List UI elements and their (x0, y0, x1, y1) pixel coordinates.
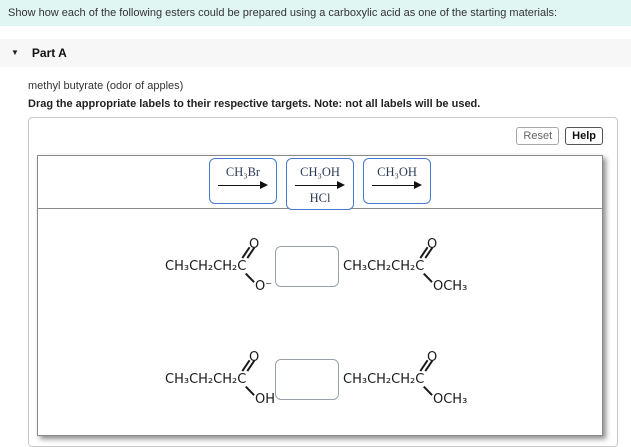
drag-instruction: Drag the appropriate labels to their res… (28, 98, 481, 110)
reaction-arrow-icon (295, 181, 345, 190)
question-prompt: Show how each of the following esters co… (0, 0, 631, 26)
reagent-label-chip-ch3oh-hcl[interactable]: CH₃OH HCl (286, 158, 354, 210)
part-title: Part A (31, 46, 67, 60)
carbonyl-oxygen: O (249, 236, 260, 252)
drop-target-2[interactable] (275, 359, 339, 400)
structure-butyric-acid: CH₃CH₂CH₂C O OH (165, 349, 275, 409)
reset-button[interactable]: Reset (516, 127, 560, 145)
chain-formula: CH₃CH₂CH₂C (343, 258, 425, 274)
single-bond (423, 385, 433, 396)
substituent-group: OCH₃ (433, 391, 468, 407)
reagent-below: HCl (309, 191, 331, 205)
equations-area: CH₃CH₂CH₂C O O⁻ CH₃CH₂CH₂C O OCH₃ (38, 209, 602, 436)
reaction-arrow-icon (372, 181, 422, 190)
substituent-group: OCH₃ (433, 278, 468, 294)
activity-panel: Reset Help CH₃Br CH₃OH HCl CH₃OH (28, 117, 618, 447)
carbonyl-oxygen: O (427, 236, 438, 252)
drop-target-1[interactable] (275, 246, 339, 287)
structure-butyrate-anion: CH₃CH₂CH₂C O O⁻ (165, 236, 273, 296)
drag-drop-canvas: CH₃Br CH₃OH HCl CH₃OH CH₃CH₂CH₂C O (37, 155, 603, 436)
reagent-formula: CH₃OH (300, 165, 340, 179)
structure-methyl-butyrate: CH₃CH₂CH₂C O OCH₃ (343, 349, 475, 409)
single-bond (245, 272, 255, 283)
reaction-row-2: CH₃CH₂CH₂C O OH CH₃CH₂CH₂C O OCH₃ (38, 323, 602, 436)
single-bond (423, 272, 433, 283)
reaction-row-1: CH₃CH₂CH₂C O O⁻ CH₃CH₂CH₂C O OCH₃ (38, 210, 602, 323)
chain-formula: CH₃CH₂CH₂C (165, 258, 247, 274)
help-button[interactable]: Help (565, 127, 603, 145)
part-a-header[interactable]: ▼ Part A (0, 39, 631, 67)
compound-subtitle: methyl butyrate (odor of apples) (28, 80, 184, 92)
reaction-arrow-icon (218, 181, 268, 190)
substituent-group: OH (255, 391, 276, 407)
reagent-label-chip-ch3oh[interactable]: CH₃OH (363, 158, 431, 204)
carbonyl-oxygen: O (249, 349, 260, 365)
structure-methyl-butyrate: CH₃CH₂CH₂C O OCH₃ (343, 236, 475, 296)
chain-formula: CH₃CH₂CH₂C (165, 371, 247, 387)
reagent-label-chip-ch3br[interactable]: CH₃Br (209, 158, 277, 204)
collapse-triangle-icon[interactable]: ▼ (11, 48, 19, 57)
reagent-formula: CH₃OH (377, 165, 417, 179)
label-bank: CH₃Br CH₃OH HCl CH₃OH (38, 156, 602, 210)
chain-formula: CH₃CH₂CH₂C (343, 371, 425, 387)
single-bond (245, 385, 255, 396)
reagent-formula: CH₃Br (225, 165, 261, 179)
carbonyl-oxygen: O (427, 349, 438, 365)
substituent-group: O⁻ (255, 278, 273, 294)
